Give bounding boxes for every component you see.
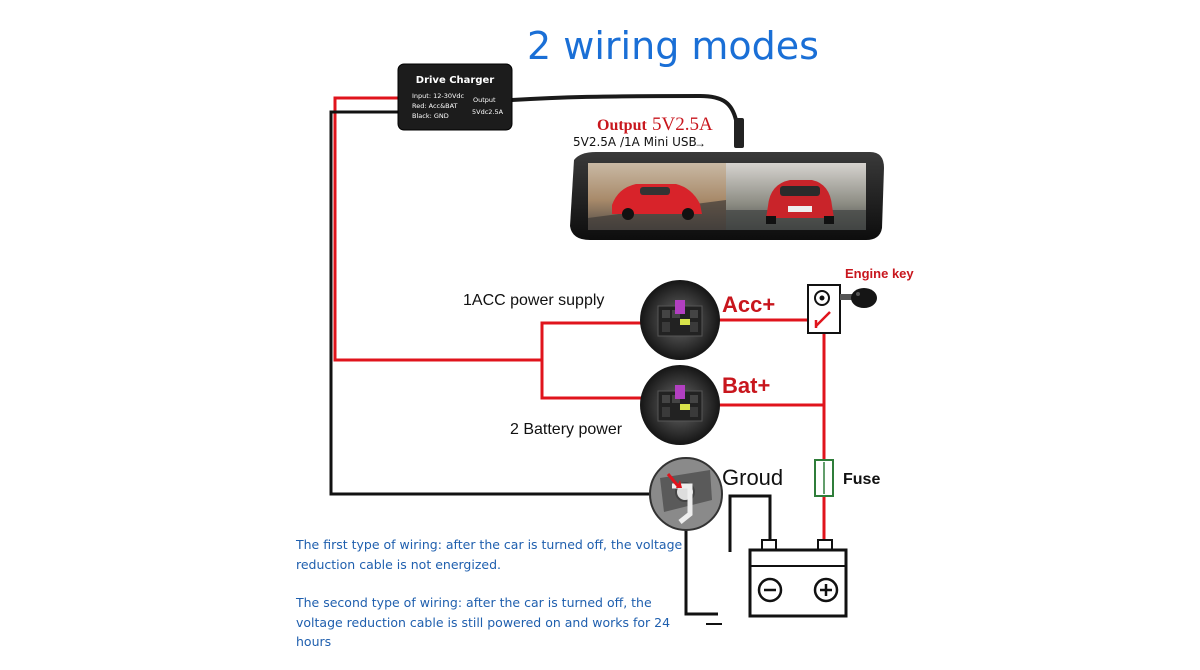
car-left (612, 184, 702, 220)
label-fuse: Fuse (843, 471, 880, 488)
usb-arrow: → (694, 136, 706, 150)
label-acc-supply: 1ACC power supply (463, 292, 604, 309)
usb-spec: 5V2.5A /1A Mini USB (573, 135, 697, 149)
acc-fuse-socket (640, 280, 720, 360)
label-bat-plus: Bat+ (722, 373, 770, 398)
wires (329, 93, 826, 625)
charger-output-value: 5Vdc2.5A (472, 108, 504, 116)
label-battery-power: 2 Battery power (510, 421, 623, 438)
charger-output-label: Output (473, 96, 496, 104)
engine-key-switch (807, 284, 877, 334)
black-wire-ground (329, 110, 660, 496)
page-title: 2 wiring modes (527, 24, 819, 68)
car-battery (748, 539, 848, 618)
black-wire-to-battery (728, 494, 772, 552)
charger-red: Red: Acc&BAT (412, 102, 458, 110)
output-prefix: Output (597, 117, 647, 134)
inline-fuse (814, 459, 834, 497)
output-cable (511, 93, 742, 141)
black-wire-to-earth (684, 528, 718, 616)
red-wire-acc-branch (540, 321, 660, 400)
output-value: 5V2.5A (652, 114, 713, 135)
usb-plug (734, 118, 744, 148)
car-key-icon (840, 288, 877, 308)
note-first-wiring: The first type of wiring: after the car … (296, 537, 683, 572)
red-wire-main (333, 96, 542, 362)
car-right (766, 180, 834, 224)
charger-title: Drive Charger (416, 75, 495, 86)
charger-input: Input: 12-30Vdc (412, 92, 465, 100)
drive-charger: Drive Charger Input: 12-30Vdc Red: Acc&B… (397, 63, 513, 131)
label-ground: Groud (722, 465, 783, 490)
label-engine-key: Engine key (845, 266, 914, 281)
ground-clamp-photo (649, 457, 723, 531)
label-acc-plus: Acc+ (722, 292, 775, 317)
note-second-wiring: The second type of wiring: after the car… (296, 595, 671, 649)
bat-fuse-socket (640, 365, 720, 445)
charger-black: Black: GND (412, 112, 449, 120)
mirror-dashcam (570, 152, 884, 240)
